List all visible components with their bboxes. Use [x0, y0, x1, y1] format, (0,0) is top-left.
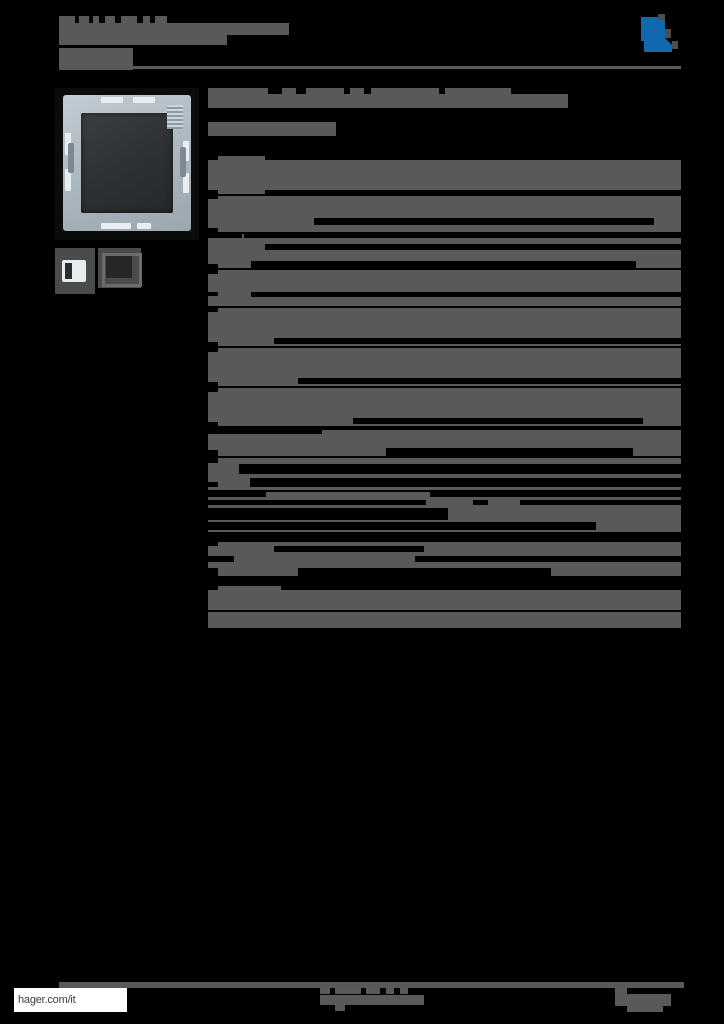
table-row: [208, 492, 681, 540]
website-url-box[interactable]: hager.com/it: [14, 988, 127, 1012]
page-subtitle: [59, 48, 133, 70]
website-url: hager.com/it: [18, 994, 76, 1006]
product-photo-flush-mounted-insert[interactable]: [55, 88, 199, 240]
table-row: [208, 458, 681, 490]
product-heading: [208, 88, 681, 114]
main-content: [208, 88, 681, 138]
table-row: [208, 430, 681, 456]
product-body: [81, 113, 173, 213]
product-subheading: [208, 114, 681, 138]
table-row: [208, 270, 681, 306]
table-row: [208, 348, 681, 386]
thumbnail-detail-2[interactable]: [98, 248, 142, 288]
terminal-contacts: [167, 105, 183, 129]
specification-table: [208, 156, 684, 632]
hager-logo: [638, 11, 682, 55]
footer-divider: [59, 982, 684, 988]
table-row: [208, 542, 681, 576]
thumbnail-detail-1[interactable]: [55, 248, 95, 294]
table-row: [208, 196, 681, 232]
table-row: [208, 388, 681, 426]
page-number: [615, 988, 671, 1014]
footer-center-text: [320, 988, 450, 1014]
mounting-frame: [63, 95, 191, 231]
table-row: [208, 156, 681, 194]
page-title: [59, 14, 289, 48]
table-row: [208, 586, 681, 610]
thumbnail-strip: [55, 248, 145, 294]
header-divider: [59, 66, 681, 69]
table-row: [208, 234, 684, 268]
table-row: [208, 308, 681, 346]
page-header: [59, 14, 681, 70]
table-row: [208, 612, 681, 632]
